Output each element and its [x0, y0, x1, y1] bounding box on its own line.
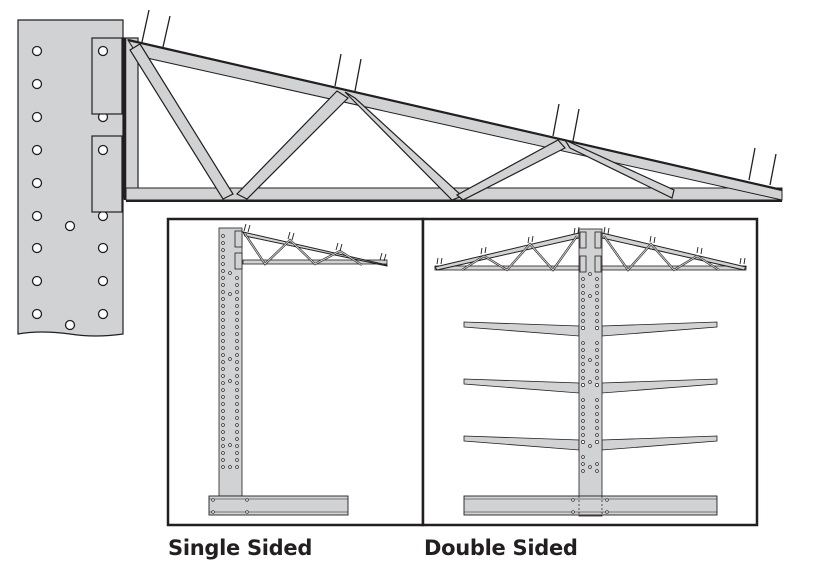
truss-web-members [129, 43, 675, 201]
single-sided-frame [166, 217, 425, 527]
double-base [463, 495, 718, 516]
single-sided-panel [166, 217, 425, 527]
main-detail [17, 9, 783, 337]
double-column-holes [581, 272, 599, 473]
single-column-holes [221, 234, 239, 469]
double-shelf-arms [463, 321, 718, 451]
double-sided-panel [421, 217, 759, 527]
single-sided-caption: Single Sided [168, 536, 313, 560]
double-sided-caption: Double Sided [424, 536, 578, 560]
single-base [208, 495, 349, 516]
roof-clips [141, 9, 777, 186]
truss-top-chord [126, 39, 783, 201]
single-roof-truss [242, 223, 388, 267]
column-holes [31, 45, 109, 331]
